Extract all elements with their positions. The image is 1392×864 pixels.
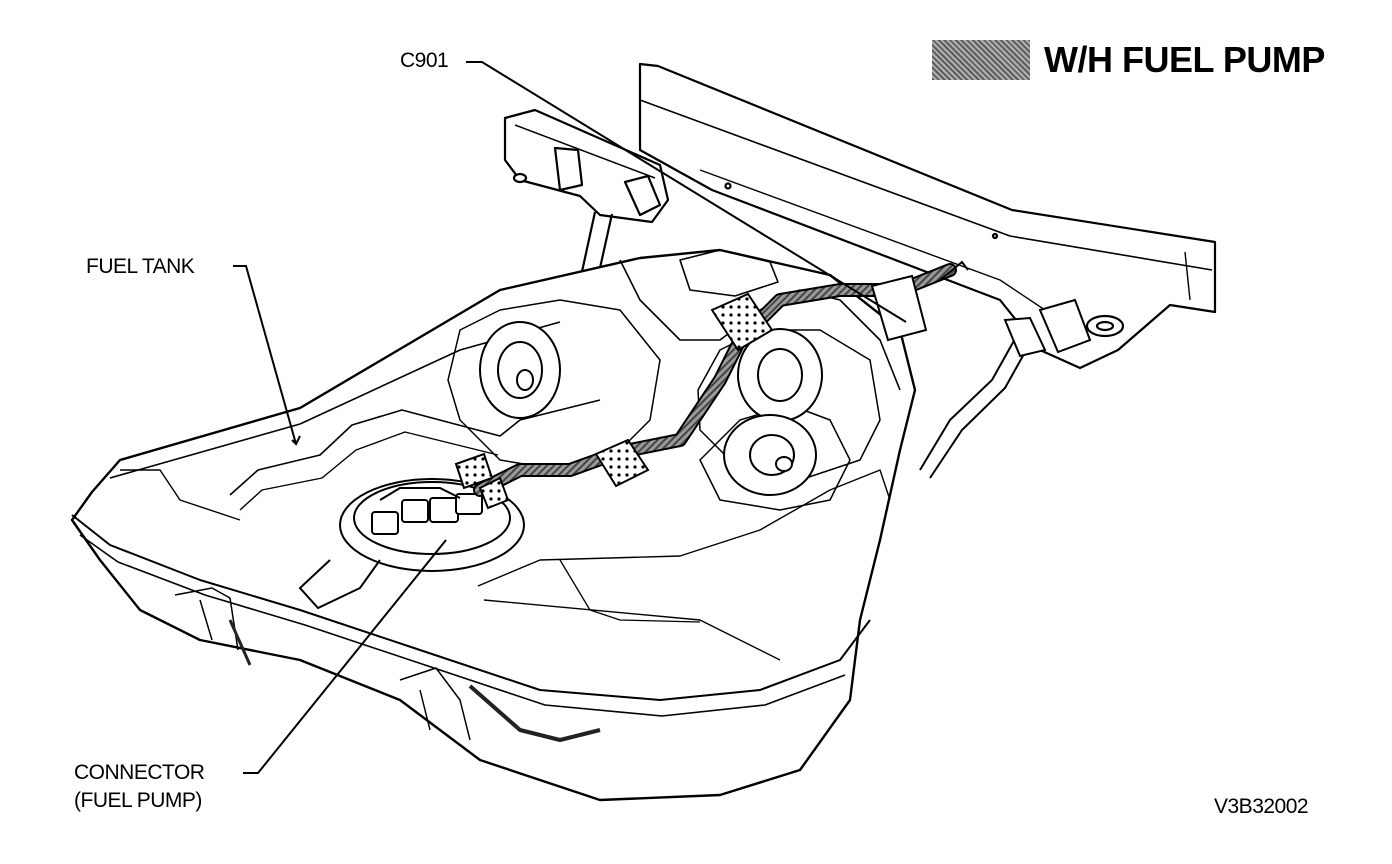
rear-crossmember [638, 62, 1217, 370]
label-c901: C901 [400, 49, 449, 72]
harness-legend-label: W/H FUEL PUMP [1044, 39, 1325, 80]
label-connector-fuel-pump: (FUEL PUMP) [74, 789, 202, 812]
label-connector: CONNECTOR [74, 761, 205, 784]
tank-strap [919, 298, 1092, 479]
figure-id: V3B32002 [1214, 795, 1309, 818]
label-fuel-tank: FUEL TANK [86, 255, 195, 278]
leader-lines [233, 61, 907, 774]
fuel-pump-module [298, 478, 525, 610]
tank-bosses [479, 321, 823, 496]
harness-legend-swatch [932, 40, 1030, 80]
fuel-pump-harness [454, 260, 969, 510]
